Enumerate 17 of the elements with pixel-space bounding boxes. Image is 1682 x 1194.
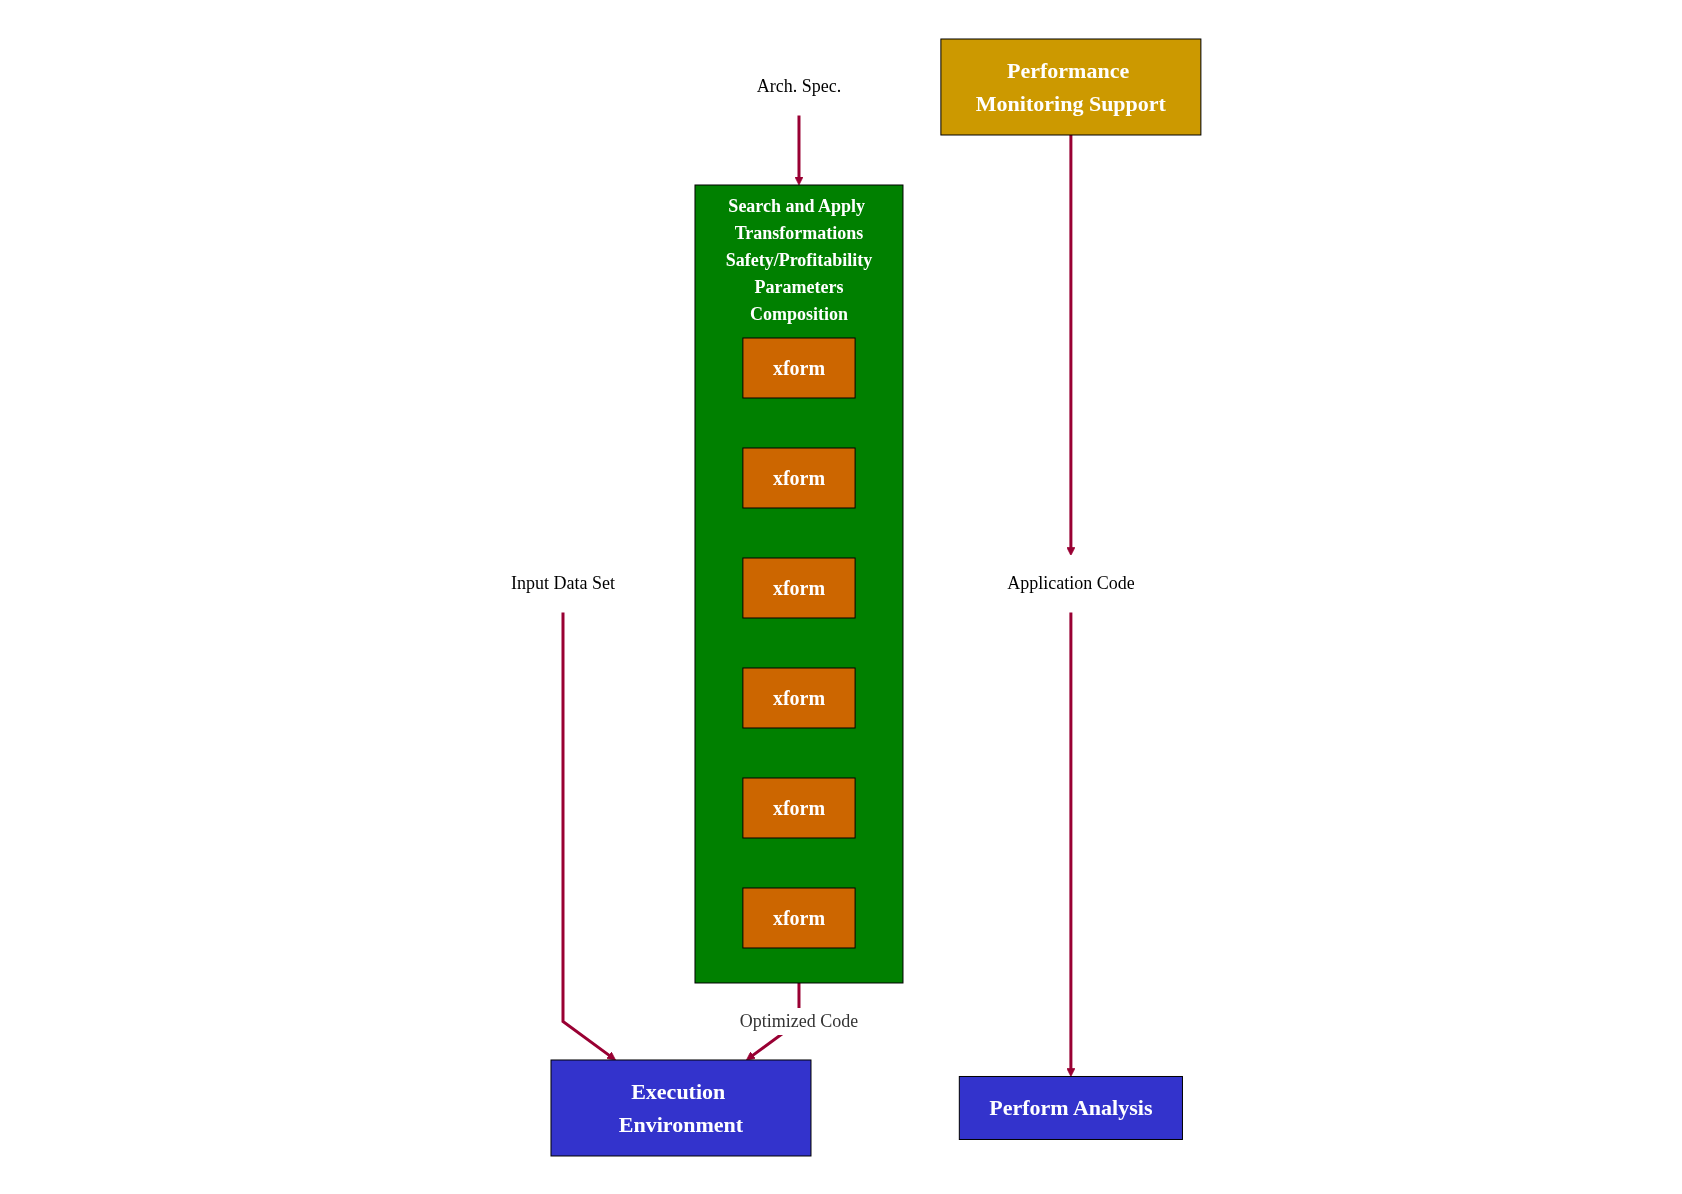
node-box: Execution Environment <box>550 1059 812 1156</box>
arrow <box>561 612 616 1060</box>
node-text: Input Data Set <box>511 572 616 593</box>
node-box: xform <box>742 777 856 838</box>
node-box: xform <box>742 557 856 618</box>
node-box: Perform Analysis <box>958 1075 1183 1140</box>
arrow <box>1066 134 1076 556</box>
node-box: xform <box>742 667 856 728</box>
arrow <box>794 115 804 185</box>
node-text: Arch. Spec. <box>756 76 842 96</box>
node-text: Application Code <box>1007 572 1135 593</box>
node-box: xform <box>742 337 856 398</box>
node-box: Performance Monitoring Support <box>940 38 1202 135</box>
arrow <box>1066 612 1076 1077</box>
node-box: xform <box>742 447 856 508</box>
edge-label: Optimized Code <box>739 1010 859 1031</box>
node-box: xform <box>742 887 856 948</box>
